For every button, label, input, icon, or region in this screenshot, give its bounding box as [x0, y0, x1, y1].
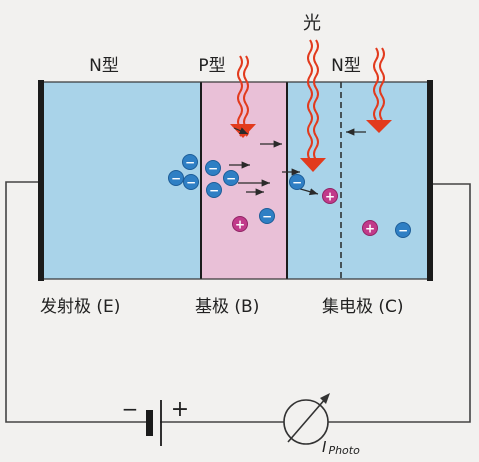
ammeter-current-symbol: I — [322, 438, 327, 456]
electron-sign: − — [171, 172, 181, 186]
drift-arrows — [229, 127, 366, 196]
electron: − — [205, 160, 221, 176]
light-ray-wave — [313, 39, 319, 161]
electron-sign: − — [208, 162, 218, 176]
hole-sign: + — [325, 190, 335, 204]
drift-arrow — [233, 127, 249, 135]
collector-label: 集电极 (C) — [322, 297, 404, 317]
light-arrowhead — [366, 120, 392, 133]
electron: − — [223, 170, 239, 186]
light-ray-wave — [373, 47, 379, 121]
ammeter-needle — [287, 397, 327, 443]
hole: + — [232, 216, 248, 232]
electron: − — [289, 174, 305, 190]
light-ray-wave — [379, 47, 385, 121]
light-arrowhead — [300, 158, 326, 172]
battery-negative-plate — [146, 410, 153, 436]
hole-sign: + — [235, 218, 245, 232]
electron-sign: − — [292, 176, 302, 190]
base-type-label: P型 — [198, 56, 225, 76]
light-label: 光 — [303, 13, 321, 34]
ammeter-needle-tip — [320, 393, 330, 404]
battery-plus-sign: + — [171, 397, 189, 422]
electron: − — [395, 222, 411, 238]
wire-right — [328, 183, 471, 423]
electron: − — [206, 182, 222, 198]
wire-left — [5, 181, 148, 423]
hole-sign: + — [365, 222, 375, 236]
circuit-wires — [5, 181, 471, 423]
ammeter-current-subscript: Photo — [328, 444, 360, 457]
electron: − — [259, 208, 275, 224]
electron-sign: − — [226, 172, 236, 186]
hole: + — [362, 220, 378, 236]
battery-minus-sign: − — [122, 397, 139, 421]
emitter-label: 发射极 (E) — [40, 297, 120, 317]
electron-sign: − — [262, 210, 272, 224]
electron-sign: − — [209, 184, 219, 198]
electron: − — [182, 154, 198, 170]
hole: + — [322, 188, 338, 204]
battery: − + — [122, 397, 189, 446]
light-ray-wave — [307, 39, 313, 161]
base-label: 基极 (B) — [195, 297, 259, 317]
emitter-contact — [38, 80, 44, 281]
emitter-type-label: N型 — [89, 56, 119, 76]
electron: − — [168, 170, 184, 186]
electron: − — [183, 174, 199, 190]
collector-contact — [427, 80, 433, 281]
electron-sign: − — [398, 224, 408, 238]
base-region — [201, 82, 287, 279]
holes: + + + — [232, 188, 378, 236]
electron-sign: − — [185, 156, 195, 170]
electron-sign: − — [186, 176, 196, 190]
electrons: − − − − − − − − — [168, 154, 411, 238]
collector-type-label: N型 — [331, 56, 361, 76]
